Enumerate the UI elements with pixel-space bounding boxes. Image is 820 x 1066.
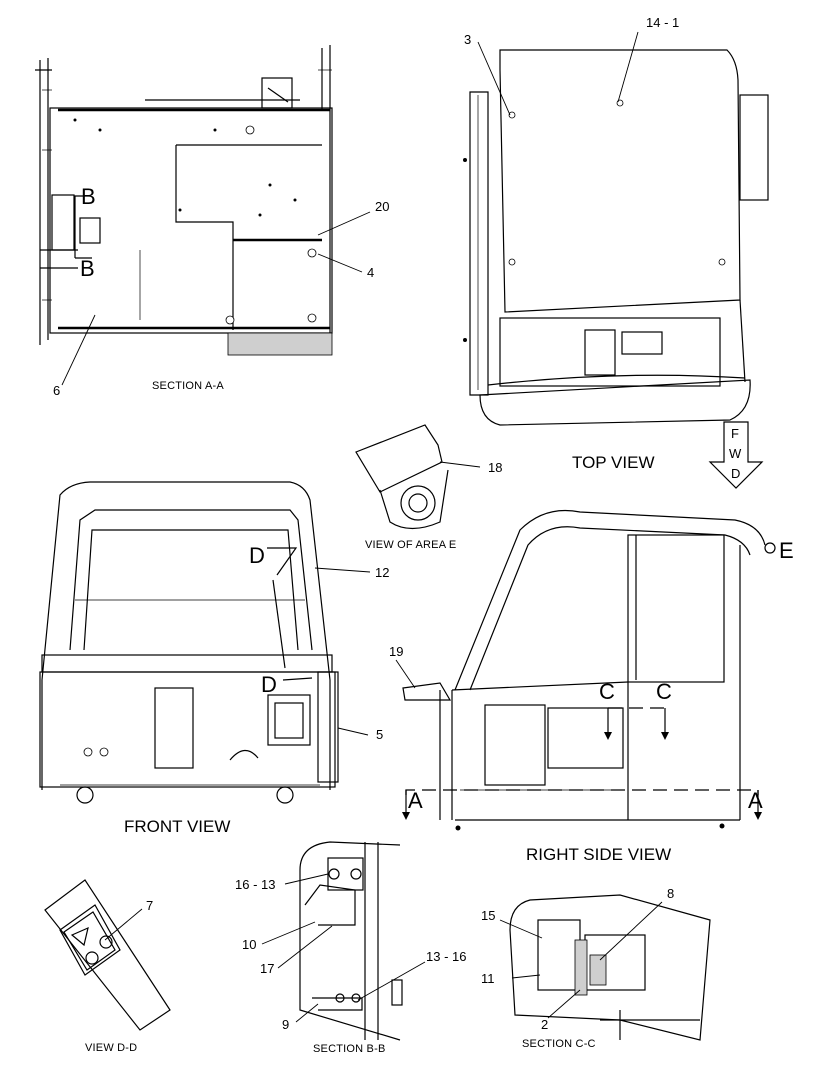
callout-12: 12 bbox=[375, 565, 390, 580]
callout-13-16: 13 - 16 bbox=[426, 949, 467, 964]
fwd-letter-d: D bbox=[731, 466, 741, 481]
forward-arrow bbox=[708, 421, 764, 489]
section-cc-title: SECTION C-C bbox=[522, 1038, 596, 1050]
right-side-view-drawing bbox=[402, 509, 776, 831]
fwd-letter-w: W bbox=[729, 446, 742, 461]
marker-b-lower: B bbox=[80, 256, 95, 281]
callout-15: 15 bbox=[481, 908, 496, 923]
front-view-drawing bbox=[39, 481, 339, 804]
section-aa-drawing bbox=[35, 45, 333, 356]
view-dd-title: VIEW D-D bbox=[85, 1042, 138, 1054]
callout-11: 11 bbox=[481, 971, 495, 986]
section-bb-title: SECTION B-B bbox=[313, 1043, 386, 1055]
view-area-e-drawing bbox=[355, 424, 449, 530]
leader-lines bbox=[61, 31, 663, 1023]
callout-9: 9 bbox=[282, 1017, 290, 1032]
front-view-title: FRONT VIEW bbox=[124, 817, 231, 836]
right-side-view-title: RIGHT SIDE VIEW bbox=[526, 845, 672, 864]
top-view-drawing bbox=[463, 49, 769, 426]
callout-8: 8 bbox=[667, 886, 675, 901]
callout-17: 17 bbox=[260, 961, 275, 976]
view-area-e-title: VIEW OF AREA E bbox=[365, 539, 457, 551]
top-view-title: TOP VIEW bbox=[572, 453, 655, 472]
view-dd-drawing bbox=[44, 879, 171, 1031]
callout-18: 18 bbox=[488, 460, 503, 475]
callout-16-13: 16 - 13 bbox=[235, 877, 276, 892]
section-cc-drawing bbox=[509, 894, 711, 1041]
marker-e: E bbox=[779, 538, 794, 563]
marker-d-upper: D bbox=[249, 543, 265, 568]
marker-a-left: A bbox=[408, 788, 423, 813]
marker-c-left: C bbox=[599, 679, 615, 704]
callout-3: 3 bbox=[464, 32, 472, 47]
marker-c-right: C bbox=[656, 679, 672, 704]
callout-6: 6 bbox=[53, 383, 61, 398]
callout-20: 20 bbox=[375, 199, 390, 214]
callout-14-1: 14 - 1 bbox=[646, 15, 680, 30]
callout-7: 7 bbox=[146, 898, 154, 913]
fwd-letter-f: F bbox=[731, 426, 739, 441]
marker-a-right: A bbox=[748, 788, 763, 813]
section-cut-lines bbox=[74, 195, 762, 820]
callout-5: 5 bbox=[376, 727, 384, 742]
callout-10: 10 bbox=[242, 937, 257, 952]
callout-19: 19 bbox=[389, 644, 404, 659]
callout-4: 4 bbox=[367, 265, 375, 280]
marker-b-upper: B bbox=[81, 184, 96, 209]
marker-d-lower: D bbox=[261, 672, 277, 697]
section-aa-title: SECTION A-A bbox=[152, 380, 224, 392]
callout-2: 2 bbox=[541, 1017, 549, 1032]
section-bb-drawing bbox=[299, 841, 403, 1041]
